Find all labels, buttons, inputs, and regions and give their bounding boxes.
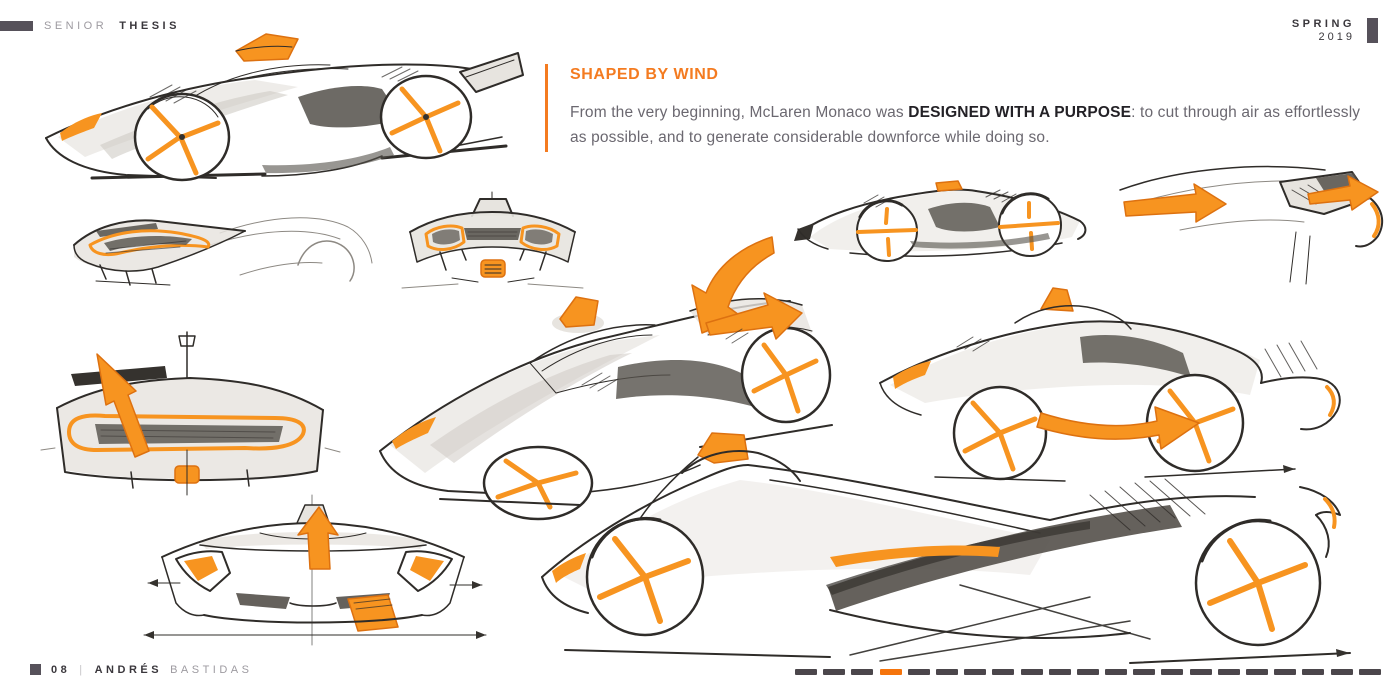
footer-square [30,664,41,675]
header-series-label: SENIOR THESIS [44,20,180,32]
pagination-dash [1302,669,1325,675]
pagination-dash [1048,669,1071,675]
pagination-dash [1217,669,1240,675]
pagination-dash [964,669,987,675]
pagination-dash [1076,669,1099,675]
intro-text-bold: DESIGNED WITH A PURPOSE [908,104,1132,121]
pagination-dash [1246,669,1268,675]
airflow-arrow [96,353,150,458]
headlight-accent [893,361,931,389]
header-right-bar [1367,18,1378,43]
airflow-arrow [297,506,339,570]
intro-text-after: : to cut through air as effortlessly as … [570,104,1361,146]
sketch-aero-wing-detail [1119,165,1384,285]
taillight-accent [1323,497,1337,529]
pagination-dash [823,669,846,675]
canopy-tab [935,180,963,192]
pagination-dash [1358,669,1381,675]
sketch-hero-front-three-quarter [45,33,524,182]
footer-author-first: ANDRÉS [94,664,163,676]
pagination-dash [795,669,817,675]
pagination-dash [935,669,958,675]
sill-accent [830,545,1000,567]
canopy-intake [559,296,599,328]
footer-page-number: 08 [51,664,71,676]
airflow-arrow [1307,175,1379,211]
pagination-dash [992,669,1015,675]
headlight-accent [410,556,444,581]
taillight-band [67,413,306,452]
sketch-rear-view-airflow [40,331,341,496]
canopy-intake [235,33,299,62]
footer-author-last: BASTIDAS [170,664,253,676]
sketch-side-profile-small [794,180,1087,262]
intro-text-before: From the very beginning, McLaren Monaco … [570,104,909,121]
pagination-dash [851,669,874,675]
header-series-light: SENIOR [44,20,108,32]
taillight-trim [88,229,211,257]
rear-wing [459,52,524,93]
airflow-arrow [705,292,803,340]
taillight-ring-right [519,224,561,251]
header-left-bar [0,21,33,31]
sketch-rear-three-quarter [73,217,373,286]
pagination-dash [1020,669,1043,675]
sketch-rear-view [401,191,584,289]
sketch-front-three-quarter-large [379,236,833,521]
airflow-arrow [691,236,775,334]
header-series-bold: THESIS [119,20,180,32]
rear-wheel [379,74,473,160]
intro-paragraph: From the very beginning, McLaren Monaco … [570,100,1375,150]
front-wheel [482,445,594,521]
airflow-arrow [1123,183,1227,223]
page-title: SHAPED BY WIND [570,66,719,83]
canopy-tab [1040,287,1074,312]
header-term-label: SPRING [1291,18,1355,30]
headlight-accent [552,553,586,583]
pagination [795,669,1381,675]
pagination-dash [1105,669,1128,675]
intro-accent-line [545,64,548,152]
sketch-side-profile-large [541,432,1351,664]
pagination-dash [1274,669,1297,675]
front-wheel [133,92,231,182]
footer-divider: | [79,664,86,676]
pagination-dash [907,669,930,675]
pagination-dash [1189,669,1212,675]
pagination-dash [1330,669,1353,675]
pagination-dash [1133,669,1156,675]
headlight-accent [184,556,218,581]
pagination-dash [1161,669,1184,675]
taillight-ring-left [424,224,466,251]
sketch-side-three-quarter-airflow [879,287,1341,482]
headlight-accent [392,417,436,449]
sketch-front-view-dimensions [143,494,487,646]
footer-byline: 08 | ANDRÉS BASTIDAS [51,664,252,676]
headlight-accent [60,113,102,141]
header-term-year: 2019 [1318,31,1355,43]
airflow-arrow [1036,406,1200,450]
pagination-dash-active [879,669,902,675]
header-term: SPRING 2019 [1292,18,1355,43]
